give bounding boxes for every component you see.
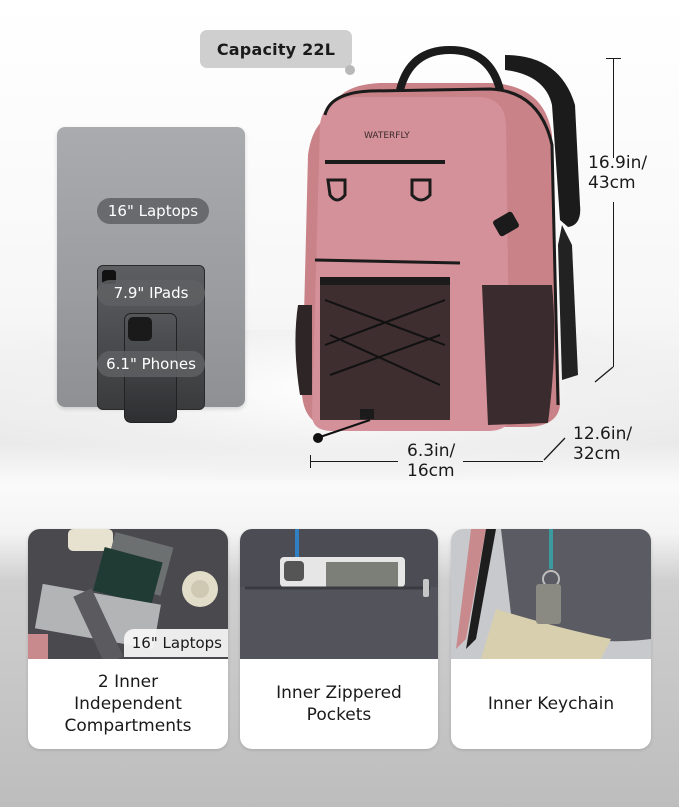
feature-card-keychain: Inner Keychain xyxy=(451,529,651,749)
height-dimension-cap xyxy=(606,58,621,59)
ipad-size-label: 7.9" IPads xyxy=(97,280,205,306)
width-dimension-cap xyxy=(310,455,311,468)
laptop-size-label: 16" Laptops xyxy=(97,198,209,224)
depth-dimension-line xyxy=(543,366,614,461)
height-dimension-line xyxy=(613,58,614,158)
height-dimension-line-lower xyxy=(613,202,614,367)
camera-icon xyxy=(128,317,152,341)
width-dimension-line-left xyxy=(310,461,398,462)
feature-card-zippered-pockets: Inner Zippered Pockets xyxy=(240,529,438,749)
zippered-pocket-photo xyxy=(240,529,438,659)
phone-size-label: 6.1" Phones xyxy=(97,351,205,377)
feature-card-compartments: 16" Laptops 2 Inner Independent Compartm… xyxy=(28,529,228,749)
feature-label: 2 Inner Independent Compartments xyxy=(64,672,192,736)
feature-label: Inner Keychain xyxy=(487,694,615,714)
laptop-size-tag: 16" Laptops xyxy=(123,629,228,657)
depth-dimension-label: 12.6in/ 32cm xyxy=(573,424,633,464)
height-dimension-label: 16.9in/ 43cm xyxy=(588,153,648,193)
backpack-image: WATERFLY xyxy=(295,45,581,443)
capacity-badge: Capacity 22L xyxy=(200,30,352,68)
width-dimension-label: 6.3in/ 16cm xyxy=(407,441,456,481)
feature-label: Inner Zippered Pockets xyxy=(276,683,402,725)
brand-logo: WATERFLY xyxy=(364,131,410,141)
capacity-pointer-dot xyxy=(345,65,355,75)
width-dimension-line-right xyxy=(463,461,543,462)
keychain-photo xyxy=(451,529,651,659)
